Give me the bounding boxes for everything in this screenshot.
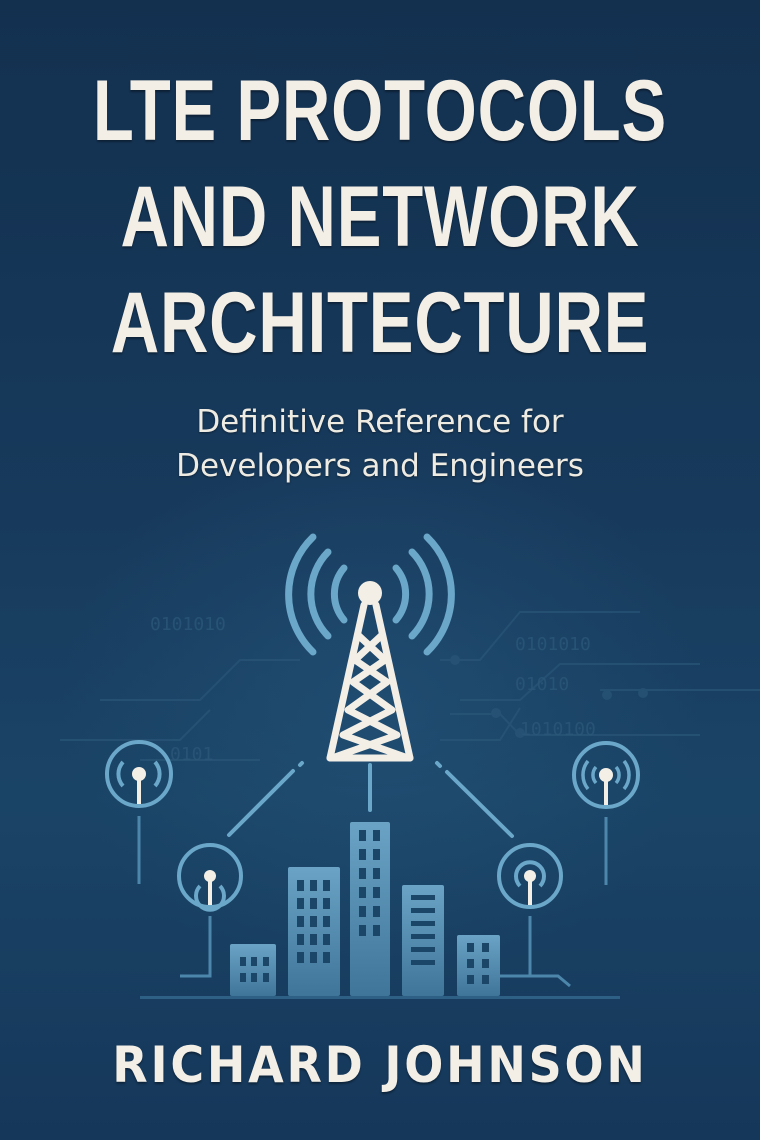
radio-waves-icon — [285, 533, 455, 656]
svg-text:0101: 0101 — [170, 744, 213, 765]
antenna-node-icon — [177, 843, 243, 978]
book-subtitle: Definitive Reference for Developers and … — [0, 400, 760, 488]
network-illustration: 0101010 01010 1010100 0101010 0101 — [60, 533, 760, 999]
antenna-node-icon — [105, 740, 173, 884]
circuit-pattern-icon — [60, 611, 760, 761]
svg-text:0101010: 0101010 — [150, 614, 226, 635]
subtitle-line-2: Developers and Engineers — [176, 448, 584, 484]
book-title: LTE PROTOCOLS AND NETWORK ARCHITECTURE — [84, 58, 677, 376]
svg-text:0101010: 0101010 — [515, 634, 591, 655]
cell-tower-icon — [326, 581, 414, 762]
title-line-3: ARCHITECTURE — [110, 275, 650, 371]
antenna-node-icon — [572, 741, 640, 885]
subtitle-line-1: Definitive Reference for — [196, 404, 564, 440]
svg-text:1010100: 1010100 — [520, 719, 596, 740]
binary-text: 0101010 01010 1010100 0101010 0101 — [150, 614, 596, 765]
antenna-node-icon — [495, 843, 571, 988]
city-buildings-icon — [140, 822, 620, 999]
title-line-1: LTE PROTOCOLS — [92, 63, 668, 159]
title-line-2: AND NETWORK — [120, 169, 640, 265]
svg-text:01010: 01010 — [515, 674, 569, 695]
network-links — [227, 761, 514, 838]
book-author: RICHARD JOHNSON — [112, 1036, 648, 1094]
